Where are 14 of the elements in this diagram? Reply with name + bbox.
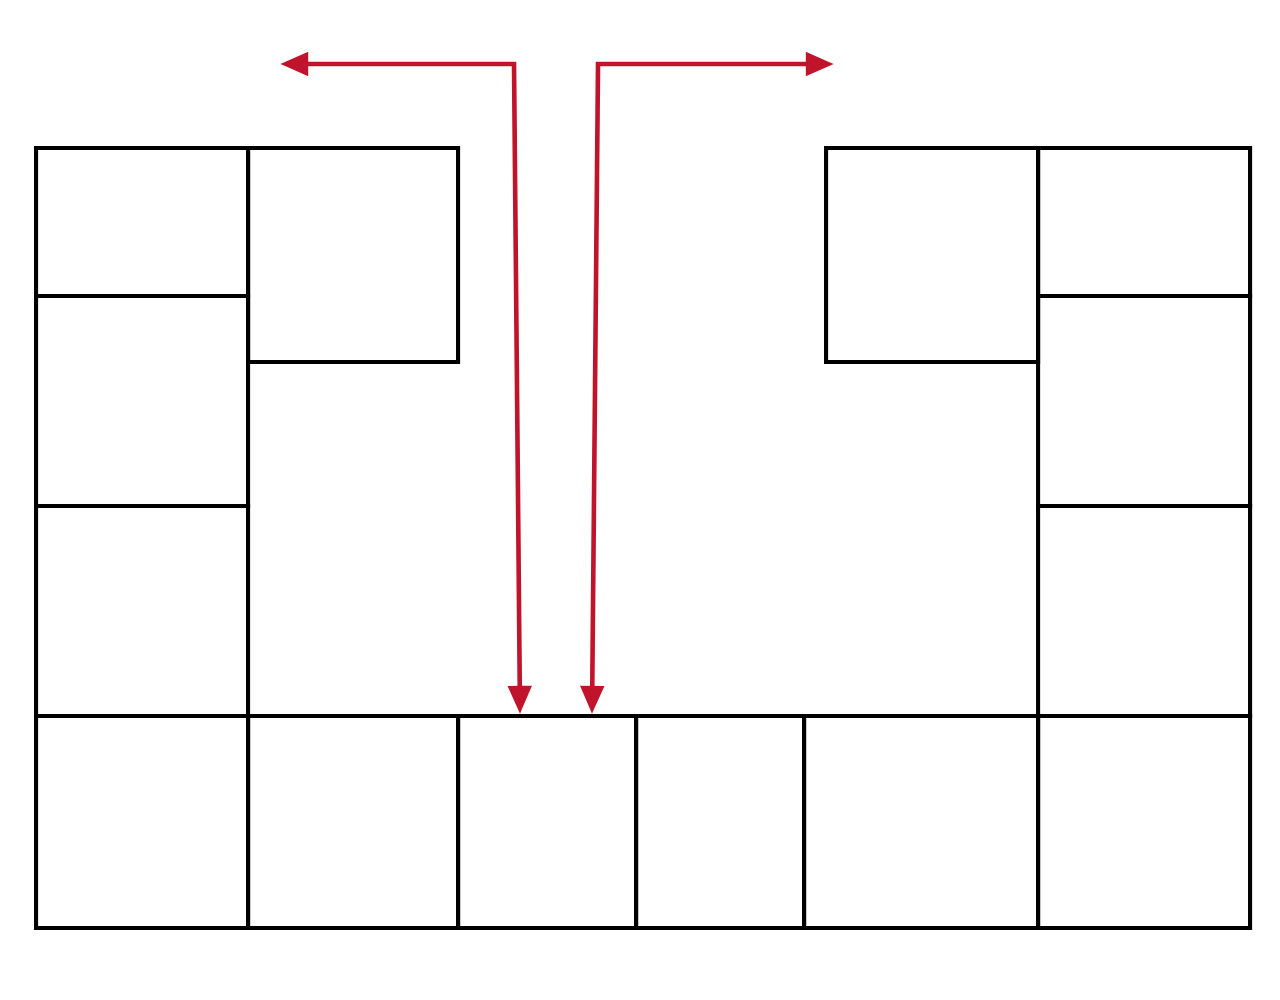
grid-box [1036, 294, 1253, 509]
grid-box [34, 146, 251, 299]
grid-box [802, 714, 1041, 931]
grid-box [34, 504, 251, 719]
grid-box [456, 714, 639, 931]
grid-box [1036, 714, 1253, 931]
grid-box [1036, 504, 1253, 719]
grid-box [1036, 146, 1253, 299]
grid-box [634, 714, 807, 931]
grid-box [34, 714, 251, 931]
grid-box [246, 714, 461, 931]
grid-box [246, 146, 461, 365]
grid-box [824, 146, 1041, 365]
grid-box [34, 294, 251, 509]
